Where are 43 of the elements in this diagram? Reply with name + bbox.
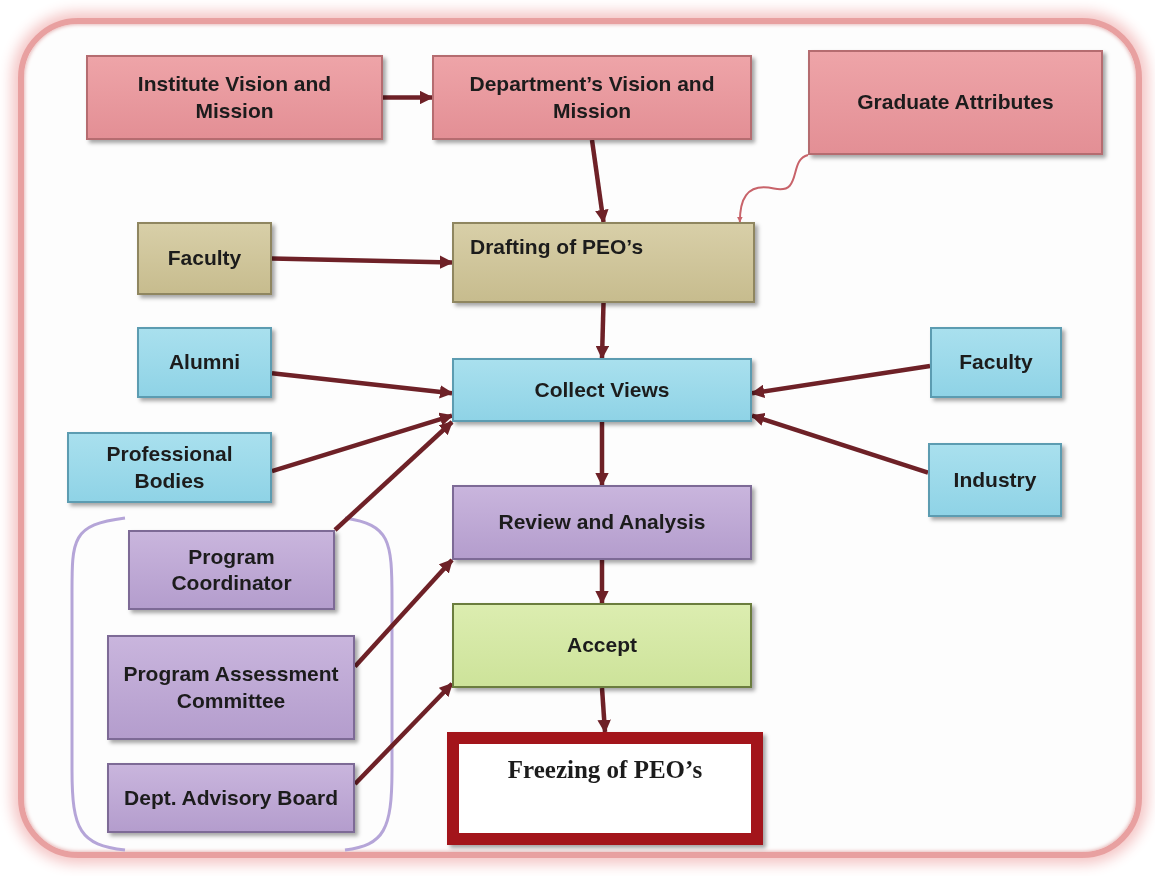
process-box	[67, 432, 272, 503]
arrow	[333, 420, 454, 532]
box-label: Department’s Vision and Mission	[468, 71, 716, 124]
box-label: Program Coordinator	[170, 543, 293, 596]
arrow	[271, 255, 454, 269]
process-box	[928, 443, 1062, 517]
box-label: Collect Views	[534, 376, 670, 403]
arrow	[589, 139, 609, 224]
arrow	[597, 687, 611, 734]
process-box	[447, 732, 763, 845]
process-box	[452, 485, 752, 560]
box-label: Institute Vision and Mission	[136, 71, 333, 124]
process-box	[86, 55, 383, 140]
box-label: Industry	[953, 466, 1037, 493]
box-label: Faculty	[959, 349, 1033, 376]
box-label: Graduate Attributes	[857, 89, 1054, 116]
box-label: Professional Bodies	[105, 441, 234, 494]
arrow	[271, 412, 454, 474]
process-box	[452, 603, 752, 688]
arrow	[737, 154, 809, 223]
box-label: Faculty	[167, 245, 242, 272]
box-label: Freezing of PEO’s	[507, 755, 703, 785]
process-box	[432, 55, 752, 140]
process-box	[107, 635, 355, 740]
process-box	[107, 763, 355, 833]
box-label: Program Assessment Committee	[122, 661, 340, 714]
process-box	[930, 327, 1062, 398]
arrow	[595, 560, 609, 605]
arrow	[595, 302, 610, 360]
process-box	[128, 530, 335, 610]
box-label: Alumni	[168, 349, 241, 376]
process-box	[137, 327, 272, 398]
process-box	[808, 50, 1103, 155]
box-label: Dept. Advisory Board	[124, 784, 338, 811]
process-box	[452, 222, 755, 303]
process-box	[452, 358, 752, 422]
process-box	[137, 222, 272, 295]
box-label: Review and Analysis	[498, 509, 706, 536]
arrow	[383, 90, 434, 105]
arrow	[271, 370, 454, 399]
box-label: Drafting of PEO’s	[470, 234, 644, 260]
arrow	[595, 422, 609, 487]
box-label: Accept	[567, 632, 637, 659]
